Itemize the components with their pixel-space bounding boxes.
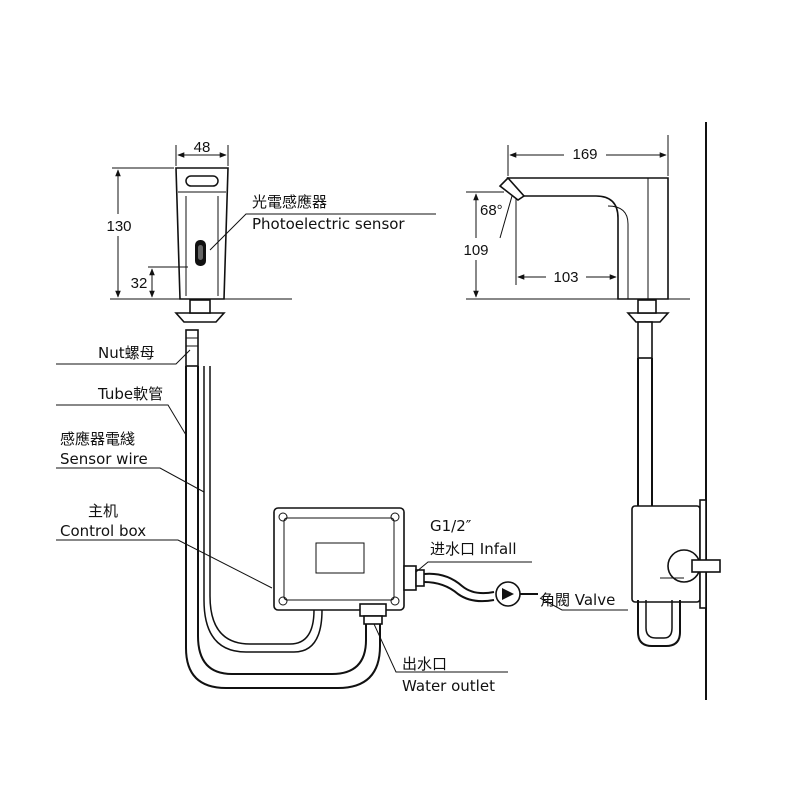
- dimension-130-text: 130: [106, 218, 131, 235]
- sensor-wire-label-cn: 感應器電綫: [60, 430, 135, 448]
- dimension-32: 32: [131, 266, 188, 298]
- infall-fitting: [403, 565, 417, 591]
- sensor-wire-label-en: Sensor wire: [60, 450, 148, 468]
- inlet-hose: [423, 572, 538, 607]
- dimension-169: 169: [507, 135, 669, 176]
- sensor-wire-leader-line: [56, 467, 205, 493]
- control-box-label-plate: [315, 542, 365, 574]
- spout-tip: [498, 176, 526, 201]
- control-box: [273, 507, 425, 625]
- front-view-faucet: [110, 167, 292, 367]
- dimension-48-text: 48: [194, 139, 211, 156]
- tube-label: Tube軟管: [97, 385, 163, 403]
- dimension-48: 48: [175, 139, 229, 166]
- nut-label: Nut螺母: [98, 344, 155, 362]
- outlet-label-en: Water outlet: [402, 677, 495, 695]
- sensor-label-cn: 光電感應器: [252, 193, 327, 211]
- outlet-leader-line: [373, 623, 508, 673]
- control-box-label-en: Control box: [60, 522, 146, 540]
- front-aerator-icon: [185, 175, 219, 187]
- infall-label: 进水口 Infall: [430, 540, 517, 558]
- hose-assembly: [185, 366, 381, 689]
- control-box-leader-line: [56, 539, 273, 589]
- tube-outer-line: [185, 366, 381, 689]
- front-faucet-body: [175, 167, 229, 300]
- angle-68: 68°: [480, 195, 517, 285]
- side-view-faucet: [466, 122, 721, 700]
- sensor-leader-line: [209, 213, 436, 251]
- valve-leader-line: [539, 597, 628, 611]
- front-nut: [185, 329, 199, 367]
- tube-leader-line: [56, 404, 187, 436]
- callout-leaders: [56, 213, 628, 673]
- tube-inner-line: [197, 366, 367, 675]
- dimension-103-text: 103: [553, 269, 578, 286]
- dimension-130: 130: [100, 167, 174, 298]
- outlet-fitting: [359, 603, 387, 617]
- valve-label: 角閥 Valve: [540, 591, 615, 609]
- side-u-hose: [637, 600, 681, 647]
- side-nut: [637, 321, 653, 359]
- sensor-label-en: Photoelectric sensor: [252, 215, 405, 233]
- infall-leader-line: [415, 561, 532, 573]
- front-mount-washer: [174, 312, 226, 323]
- side-faucet-body: [506, 177, 669, 300]
- control-box-outline: [273, 507, 405, 611]
- dimension-109-text: 109: [463, 242, 488, 259]
- sensor-wire-line: [203, 366, 323, 653]
- side-mount-washer: [626, 312, 670, 323]
- control-box-label-cn: 主机: [88, 502, 118, 520]
- nut-leader-line: [56, 349, 191, 365]
- dimension-109: 109: [456, 191, 504, 298]
- thread-label: G1/2″: [430, 517, 472, 535]
- dimension-169-text: 169: [572, 146, 597, 163]
- outlet-label-cn: 出水口: [402, 655, 447, 673]
- dimension-32-text: 32: [131, 275, 148, 292]
- dimension-103: 103: [517, 266, 617, 286]
- angle-68-text: 68°: [480, 202, 503, 219]
